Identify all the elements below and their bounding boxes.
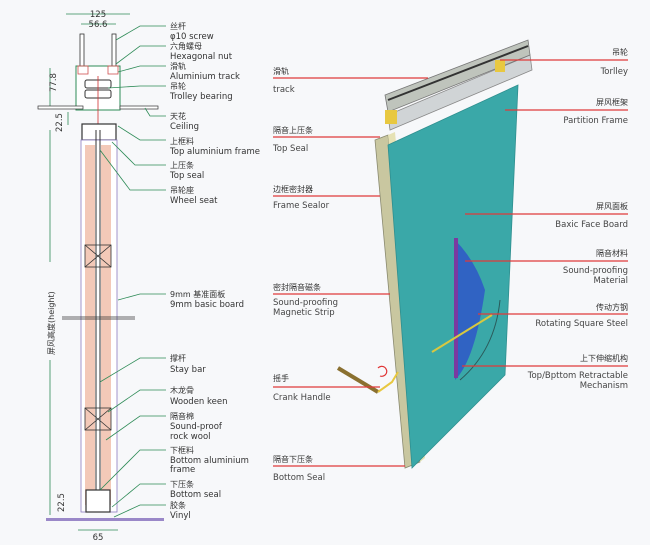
label-board-cn: 9mm 基准面板	[170, 289, 225, 299]
iso-partition-frame: Partition Frame	[563, 116, 628, 126]
section-labels: 丝杆 φ10 screw 六角螺母 Hexagonal nut 滑轨 Alumi…	[169, 21, 260, 521]
label-wooden-cn: 木龙骨	[170, 385, 194, 395]
label-nut-cn: 六角螺母	[170, 41, 202, 51]
iso-magnetic-strip: Sound-proofing	[273, 298, 338, 308]
iso-crank: Crank Handle	[273, 393, 331, 403]
label-top-seal: Top seal	[169, 171, 204, 181]
label-trolley: Trolley bearing	[169, 92, 233, 102]
label-track-cn: 滑轨	[170, 61, 186, 71]
iso-left-labels: 滑轨 track 隔音上压条 Top Seal 边框密封器 Frame Seal…	[272, 66, 338, 483]
iso-frame-sealor-cn: 边框密封器	[273, 184, 313, 194]
iso-top-seal-cn: 隔音上压条	[273, 125, 313, 135]
label-stay-bar: Stay bar	[170, 365, 206, 375]
label-bottom-seal-cn: 下压条	[170, 479, 194, 489]
iso-face-board: Baxic Face Board	[555, 220, 628, 230]
rotate-arrow-icon	[377, 365, 388, 377]
label-vinyl-cn: 胶条	[170, 500, 186, 510]
label-wheel-seat-cn: 吊轮座	[170, 185, 194, 195]
label-bottom-seal: Bottom seal	[170, 490, 221, 500]
iso-square-steel: Rotating Square Steel	[535, 319, 628, 329]
iso-retractable: Top/Bpttom Retractable	[527, 371, 628, 381]
iso-material: Sound-proofing	[563, 266, 628, 276]
section-leaders	[99, 25, 166, 518]
section-drawing	[37, 33, 164, 521]
iso-bottom-seal-cn: 隔音下压条	[273, 454, 313, 464]
iso-trolley-cn: 吊轮	[612, 47, 628, 57]
label-bottom-frame-cn: 下框料	[170, 445, 194, 455]
iso-crank-cn: 摇手	[273, 373, 289, 383]
iso-face-board-cn: 屏风面板	[596, 201, 628, 211]
iso-material-2: Material	[593, 276, 628, 286]
iso-top-seal: Top Seal	[272, 144, 308, 154]
label-ceiling: Ceiling	[170, 122, 199, 132]
iso-partition-frame-cn: 屏风框架	[596, 97, 628, 107]
dim-125: 125	[90, 10, 106, 20]
section-view	[49, 13, 130, 531]
label-trolley-cn: 吊轮	[170, 81, 186, 91]
label-rockwool: Sound-proof	[170, 422, 223, 432]
iso-retractable-2: Mechanism	[580, 381, 628, 391]
label-board: 9mm basic board	[170, 300, 244, 310]
iso-panel	[336, 39, 533, 469]
label-stay-bar-cn: 撑杆	[170, 353, 186, 363]
label-wooden: Wooden keen	[170, 397, 228, 407]
dim-22-5-top: 22.5	[55, 113, 65, 132]
height-label: 屏风高度(height)	[46, 291, 56, 355]
label-rockwool-2: rock wool	[170, 432, 211, 442]
iso-right-labels: 吊轮 Torlley 屏风框架 Partition Frame 屏风面板 Bax…	[527, 47, 628, 391]
iso-track: track	[273, 85, 295, 95]
label-bottom-frame-2: frame	[170, 465, 195, 475]
dim-22-5-bottom: 22.5	[57, 493, 67, 512]
label-rockwool-cn: 隔音棉	[170, 411, 194, 421]
iso-magnetic-strip-cn: 密封隔音磁条	[273, 282, 321, 292]
iso-bottom-seal: Bottom Seal	[273, 473, 325, 483]
iso-square-steel-cn: 传动方钢	[596, 302, 628, 312]
label-ceiling-cn: 天花	[170, 111, 186, 121]
label-nut: Hexagonal nut	[170, 52, 233, 62]
label-top-frame: Top aluminium frame	[169, 147, 260, 157]
dim-77-8: 77.8	[49, 73, 59, 92]
iso-trolley: Torlley	[600, 67, 628, 77]
iso-magnetic-strip-2: Magnetic Strip	[273, 308, 335, 318]
label-track: Aluminium track	[170, 72, 240, 82]
iso-track-cn: 滑轨	[273, 66, 289, 76]
iso-retractable-cn: 上下伸缩机构	[580, 353, 628, 363]
dim-65: 65	[93, 533, 104, 543]
iso-material-cn: 隔音材料	[596, 248, 628, 258]
label-vinyl: Vinyl	[170, 511, 191, 521]
label-screw: φ10 screw	[170, 32, 214, 42]
label-top-frame-cn: 上框料	[170, 136, 194, 146]
iso-leaders	[273, 59, 628, 467]
label-top-seal-cn: 上压条	[170, 160, 194, 170]
dim-56-6: 56.6	[89, 20, 108, 30]
label-wheel-seat: Wheel seat	[170, 196, 218, 206]
label-screw-cn: 丝杆	[170, 21, 186, 31]
label-bottom-frame: Bottom aluminium	[170, 456, 249, 466]
iso-frame-sealor: Frame Sealor	[273, 201, 330, 211]
